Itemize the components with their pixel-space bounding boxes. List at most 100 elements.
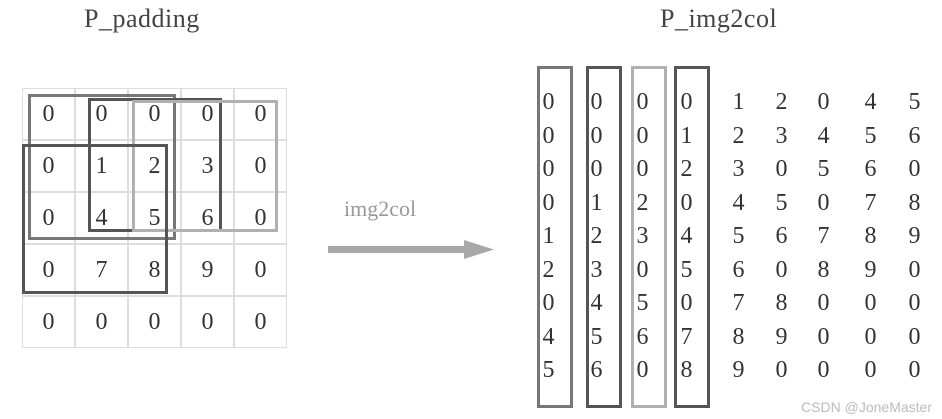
img2col-cell: 2 <box>636 189 649 216</box>
img2col-cell: 0 <box>817 89 830 115</box>
img2col-cell: 5 <box>775 189 788 216</box>
img2col-cell: 9 <box>732 357 745 383</box>
img2col-cell: 2 <box>775 89 788 115</box>
img2col-cell: 0 <box>542 189 555 216</box>
img2col-cell: 0 <box>908 290 921 316</box>
img2col-cell: 0 <box>680 89 693 115</box>
img2col-cell: 0 <box>817 323 830 350</box>
img2col-cell: 4 <box>590 290 603 316</box>
img2col-cell: 0 <box>636 122 649 149</box>
padding-cell: 0 <box>234 192 287 244</box>
img2col-cell: 0 <box>908 256 921 283</box>
img2col-cell: 4 <box>817 122 830 149</box>
img2col-cell: 4 <box>680 223 693 249</box>
padding-cell: 0 <box>75 88 128 140</box>
img2col-cell: 6 <box>908 122 921 149</box>
img2col-cell: 0 <box>775 357 788 383</box>
img2col-cell: 5 <box>680 256 693 283</box>
img2col-cell: 0 <box>817 290 830 316</box>
img2col-cell: 1 <box>542 223 555 249</box>
img2col-cell: 9 <box>775 323 788 350</box>
padding-cell: 0 <box>181 296 234 348</box>
img2col-cell: 4 <box>732 189 745 216</box>
img2col-cell: 5 <box>817 156 830 182</box>
padding-cell: 0 <box>128 88 181 140</box>
padding-cell: 0 <box>234 140 287 192</box>
img2col-cell: 2 <box>590 223 603 249</box>
img2col-cell: 0 <box>908 357 921 383</box>
img2col-cell: 9 <box>908 223 921 249</box>
padding-cell: 0 <box>234 296 287 348</box>
img2col-cell: 0 <box>908 156 921 182</box>
img2col-cell: 7 <box>732 290 745 316</box>
padding-cell: 7 <box>75 244 128 296</box>
img2col-cell: 1 <box>732 89 745 115</box>
padding-cell: 3 <box>181 140 234 192</box>
padding-cell: 6 <box>181 192 234 244</box>
img2col-cell: 0 <box>636 357 649 383</box>
img2col-cell: 0 <box>590 89 603 115</box>
img2col-cell: 7 <box>817 223 830 249</box>
img2col-cell: 3 <box>732 156 745 182</box>
img2col-cell: 8 <box>680 357 693 383</box>
padding-cell: 0 <box>234 244 287 296</box>
img2col-cell: 0 <box>636 256 649 283</box>
img2col-cell: 0 <box>542 156 555 182</box>
kernel-window <box>22 144 168 294</box>
img2col-cell: 3 <box>636 223 649 249</box>
img2col-cell: 5 <box>908 89 921 115</box>
img2col-cell: 0 <box>542 290 555 316</box>
img2col-cell: 0 <box>680 189 693 216</box>
img2col-cell: 0 <box>680 290 693 316</box>
img2col-cell: 0 <box>636 156 649 182</box>
img2col-cell: 7 <box>680 323 693 350</box>
img2col-cell: 7 <box>864 189 877 216</box>
column-box <box>674 66 710 408</box>
img2col-cell: 6 <box>590 357 603 383</box>
img2col-cell: 0 <box>542 122 555 149</box>
img2col-cell: 0 <box>636 89 649 115</box>
img2col-cell: 5 <box>636 290 649 316</box>
img2col-cell: 1 <box>590 189 603 216</box>
padding-cell: 1 <box>75 140 128 192</box>
img2col-cell: 8 <box>732 323 745 350</box>
img2col-cell: 8 <box>864 223 877 249</box>
padding-cell: 0 <box>234 88 287 140</box>
img2col-cell: 0 <box>775 156 788 182</box>
padding-cell: 0 <box>22 296 75 348</box>
padding-cell: 0 <box>22 88 75 140</box>
img2col-cell: 6 <box>775 223 788 249</box>
padding-cell: 0 <box>181 88 234 140</box>
column-box <box>586 66 622 408</box>
img2col-cell: 2 <box>732 122 745 149</box>
img2col-cell: 8 <box>817 256 830 283</box>
img2col-cell: 5 <box>864 122 877 149</box>
img2col-cell: 4 <box>542 323 555 350</box>
img2col-cell: 2 <box>542 256 555 283</box>
p-img2col-title: P_img2col <box>660 4 778 33</box>
img2col-cell: 3 <box>775 122 788 149</box>
img2col-cell: 5 <box>732 223 745 249</box>
img2col-cell: 3 <box>590 256 603 283</box>
img2col-cell: 0 <box>864 323 877 350</box>
img2col-cell: 9 <box>864 256 877 283</box>
padding-cell: 4 <box>75 192 128 244</box>
padding-cell: 8 <box>128 244 181 296</box>
img2col-arrow-label: img2col <box>344 196 417 221</box>
img2col-cell: 8 <box>775 290 788 316</box>
img2col-cell: 0 <box>590 156 603 182</box>
img2col-cell: 2 <box>680 156 693 182</box>
img2col-cell: 0 <box>542 89 555 115</box>
img2col-cell: 5 <box>542 357 555 383</box>
img2col-cell: 0 <box>775 256 788 283</box>
kernel-window <box>28 94 176 240</box>
img2col-cell: 6 <box>732 256 745 283</box>
img2col-cell: 0 <box>817 189 830 216</box>
column-box <box>537 66 573 408</box>
img2col-cell: 8 <box>908 189 921 216</box>
padding-cell: 0 <box>128 296 181 348</box>
padding-cell: 9 <box>181 244 234 296</box>
img2col-cell: 0 <box>908 323 921 350</box>
img2col-cell: 0 <box>864 357 877 383</box>
